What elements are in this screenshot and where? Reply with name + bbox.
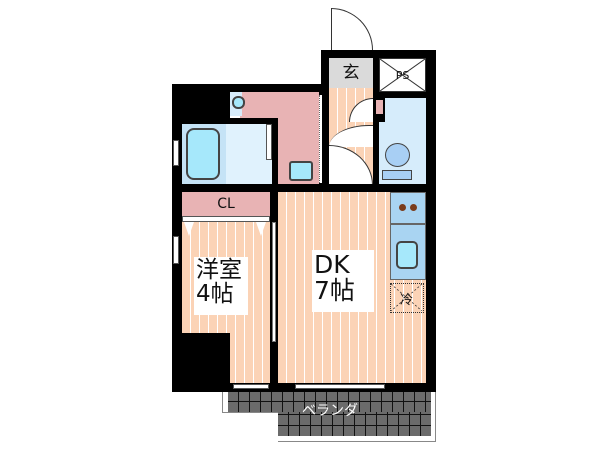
- bathroom-window: [173, 140, 179, 166]
- pipe-space-label: PS: [395, 69, 410, 82]
- small-sink-icon: [232, 96, 245, 109]
- fridge-label: 冷: [399, 293, 413, 308]
- toilet-room: [379, 98, 426, 184]
- western-room-pillar: [182, 333, 230, 383]
- balcony-label: ベランダ: [302, 403, 358, 419]
- entrance-area: [329, 58, 373, 88]
- bath-wall-top: [172, 118, 278, 124]
- dk-balcony-window: [295, 384, 385, 389]
- kitchen-stove: [390, 192, 426, 224]
- bath-door: [266, 124, 272, 160]
- closet-door-track: [182, 216, 270, 222]
- western-room-name: 洋室: [196, 257, 242, 283]
- balcony-floor-lower: [278, 412, 431, 436]
- bathtub-icon: [186, 128, 220, 180]
- toilet-tank-icon: [382, 170, 412, 180]
- fridge-cross-icon: [391, 284, 422, 311]
- toilet-bowl-icon: [385, 143, 410, 167]
- middle-wall-horizontal: [172, 184, 436, 192]
- fridge-space: 冷: [390, 283, 424, 313]
- bath-wall-right: [272, 118, 278, 190]
- partition-sliding-door: [272, 222, 276, 342]
- western-room-window: [173, 236, 179, 264]
- outer-wall-entrance-left: [321, 50, 329, 95]
- ps-wall-bottom: [373, 92, 436, 98]
- burner-icon-left: [399, 204, 406, 211]
- kitchen-sink-icon: [396, 241, 418, 269]
- dk-name: DK: [314, 250, 350, 279]
- washroom-sliding-door: [319, 95, 322, 183]
- pipe-space-cross-icon: [380, 59, 425, 91]
- dk-label: DK 7帖: [312, 250, 374, 312]
- washroom-wall-right: [319, 92, 329, 190]
- closet-door-left-icon: [184, 222, 194, 236]
- western-room-label: 洋室 4帖: [194, 257, 248, 315]
- outer-wall-top-left: [172, 84, 322, 92]
- outer-wall-right: [426, 50, 436, 392]
- entrance-label: 玄: [342, 63, 360, 83]
- closet-door-right-icon: [256, 222, 266, 236]
- closet: [182, 192, 270, 216]
- dk-size: 7帖: [314, 276, 355, 306]
- wall-block-left-top: [172, 84, 230, 124]
- entrance-door-swing: [331, 8, 373, 52]
- western-room-balcony-window: [233, 384, 269, 389]
- balcony-floor-upper: [228, 392, 431, 412]
- toilet-door-accent: [376, 100, 383, 114]
- washing-machine-icon: [289, 161, 313, 181]
- pipe-space: PS: [379, 58, 426, 92]
- balcony-outline-notch: [222, 412, 278, 443]
- burner-icon-right: [410, 204, 417, 211]
- closet-label: CL: [217, 196, 235, 212]
- western-room-size: 4帖: [196, 281, 234, 308]
- kitchen-sink-counter: [390, 224, 426, 280]
